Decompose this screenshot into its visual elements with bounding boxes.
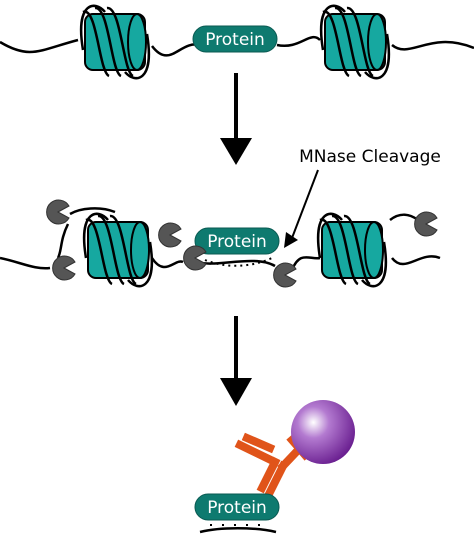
- mnase-annotation-pointer: [291, 169, 319, 239]
- arrow-down-2: [220, 316, 252, 406]
- mnase-annotation-label: MNase Cleavage: [299, 147, 441, 167]
- arrow-down-1: [220, 73, 252, 165]
- mnase-enzyme-1: [46, 199, 70, 225]
- nucleosome-top-left: [79, 4, 151, 80]
- protein-bottom-label: Protein: [207, 498, 267, 518]
- magnetic-bead: [291, 400, 355, 464]
- protein-middle-label: Protein: [207, 232, 267, 252]
- middle-chromatin: Protein MNase Cleavage: [0, 147, 441, 288]
- dna-strand-middle: [0, 223, 441, 271]
- protein-top-box: [192, 25, 278, 53]
- mnase-enzyme-4: [183, 245, 207, 271]
- nucleosome-middle-left: [82, 212, 154, 288]
- nucleosome-top-right: [319, 4, 391, 80]
- protein-middle-box: [194, 227, 280, 255]
- ip-complex: Protein: [194, 400, 355, 534]
- protein-top-label: Protein: [205, 30, 265, 50]
- dna-fragment-bottom: [199, 527, 277, 534]
- protein-bottom-box: [194, 493, 280, 521]
- mnase-enzyme-6: [414, 211, 438, 237]
- nucleosome-middle-right: [316, 212, 388, 288]
- top-chromatin: Protein: [0, 4, 474, 80]
- mnase-enzyme-2: [52, 255, 76, 281]
- dna-strand-top: [0, 36, 474, 57]
- mnase-enzyme-5: [273, 262, 297, 288]
- mnase-enzyme-3: [158, 222, 182, 248]
